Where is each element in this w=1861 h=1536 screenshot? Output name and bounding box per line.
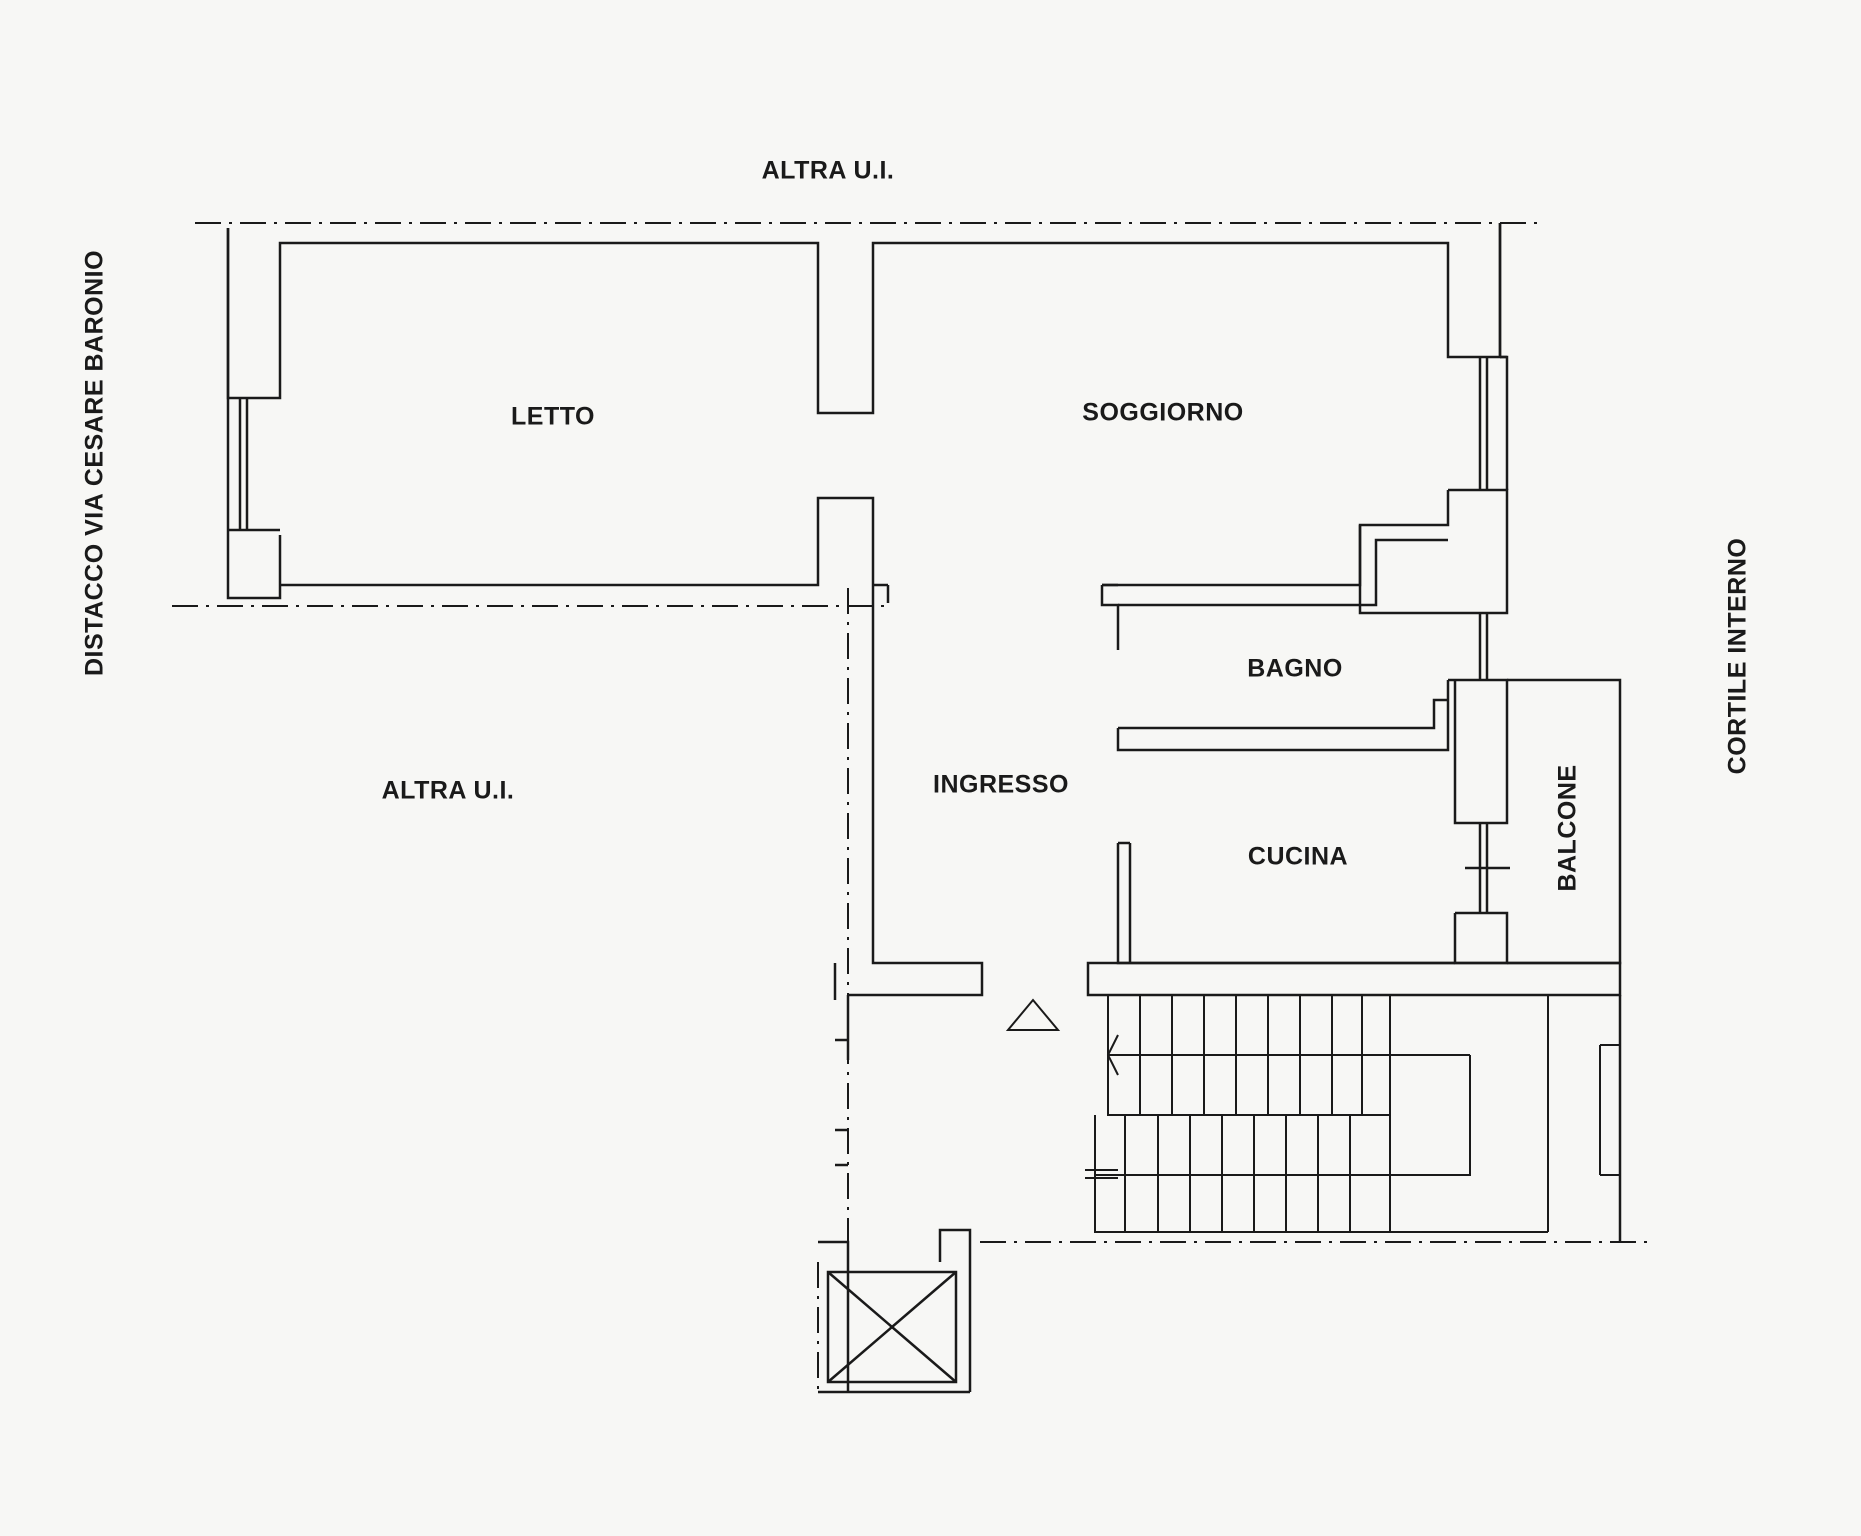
left-exterior-wall	[226, 223, 1502, 600]
room-label-bagno: BAGNO	[1247, 654, 1343, 683]
bagno-walls	[1100, 525, 1450, 752]
label-top-neighbor: ALTRA U.I.	[761, 156, 895, 185]
staircase	[1085, 995, 1620, 1233]
label-street-side: DISTACCO VIA CESARE BARONIO	[80, 249, 109, 677]
label-left-neighbor: ALTRA U.I.	[381, 776, 515, 805]
entrance-triangle-icon	[1005, 998, 1061, 1031]
label-courtyard-side: CORTILE INTERNO	[1723, 537, 1752, 775]
corridor-stubs	[833, 963, 850, 1167]
room-label-cucina: CUCINA	[1247, 842, 1349, 871]
bedroom-bottom-wall	[280, 496, 984, 997]
room-label-soggiorno: SOGGIORNO	[1082, 398, 1244, 427]
elevator-shaft	[818, 1228, 972, 1394]
property-boundary	[172, 222, 1650, 1393]
room-label-balcone: BALCONE	[1553, 764, 1582, 892]
right-exterior-wall	[1358, 223, 1510, 965]
room-label-letto: LETTO	[511, 402, 595, 431]
room-label-ingresso: INGRESSO	[933, 770, 1069, 799]
landing-wall	[1086, 961, 1622, 1242]
